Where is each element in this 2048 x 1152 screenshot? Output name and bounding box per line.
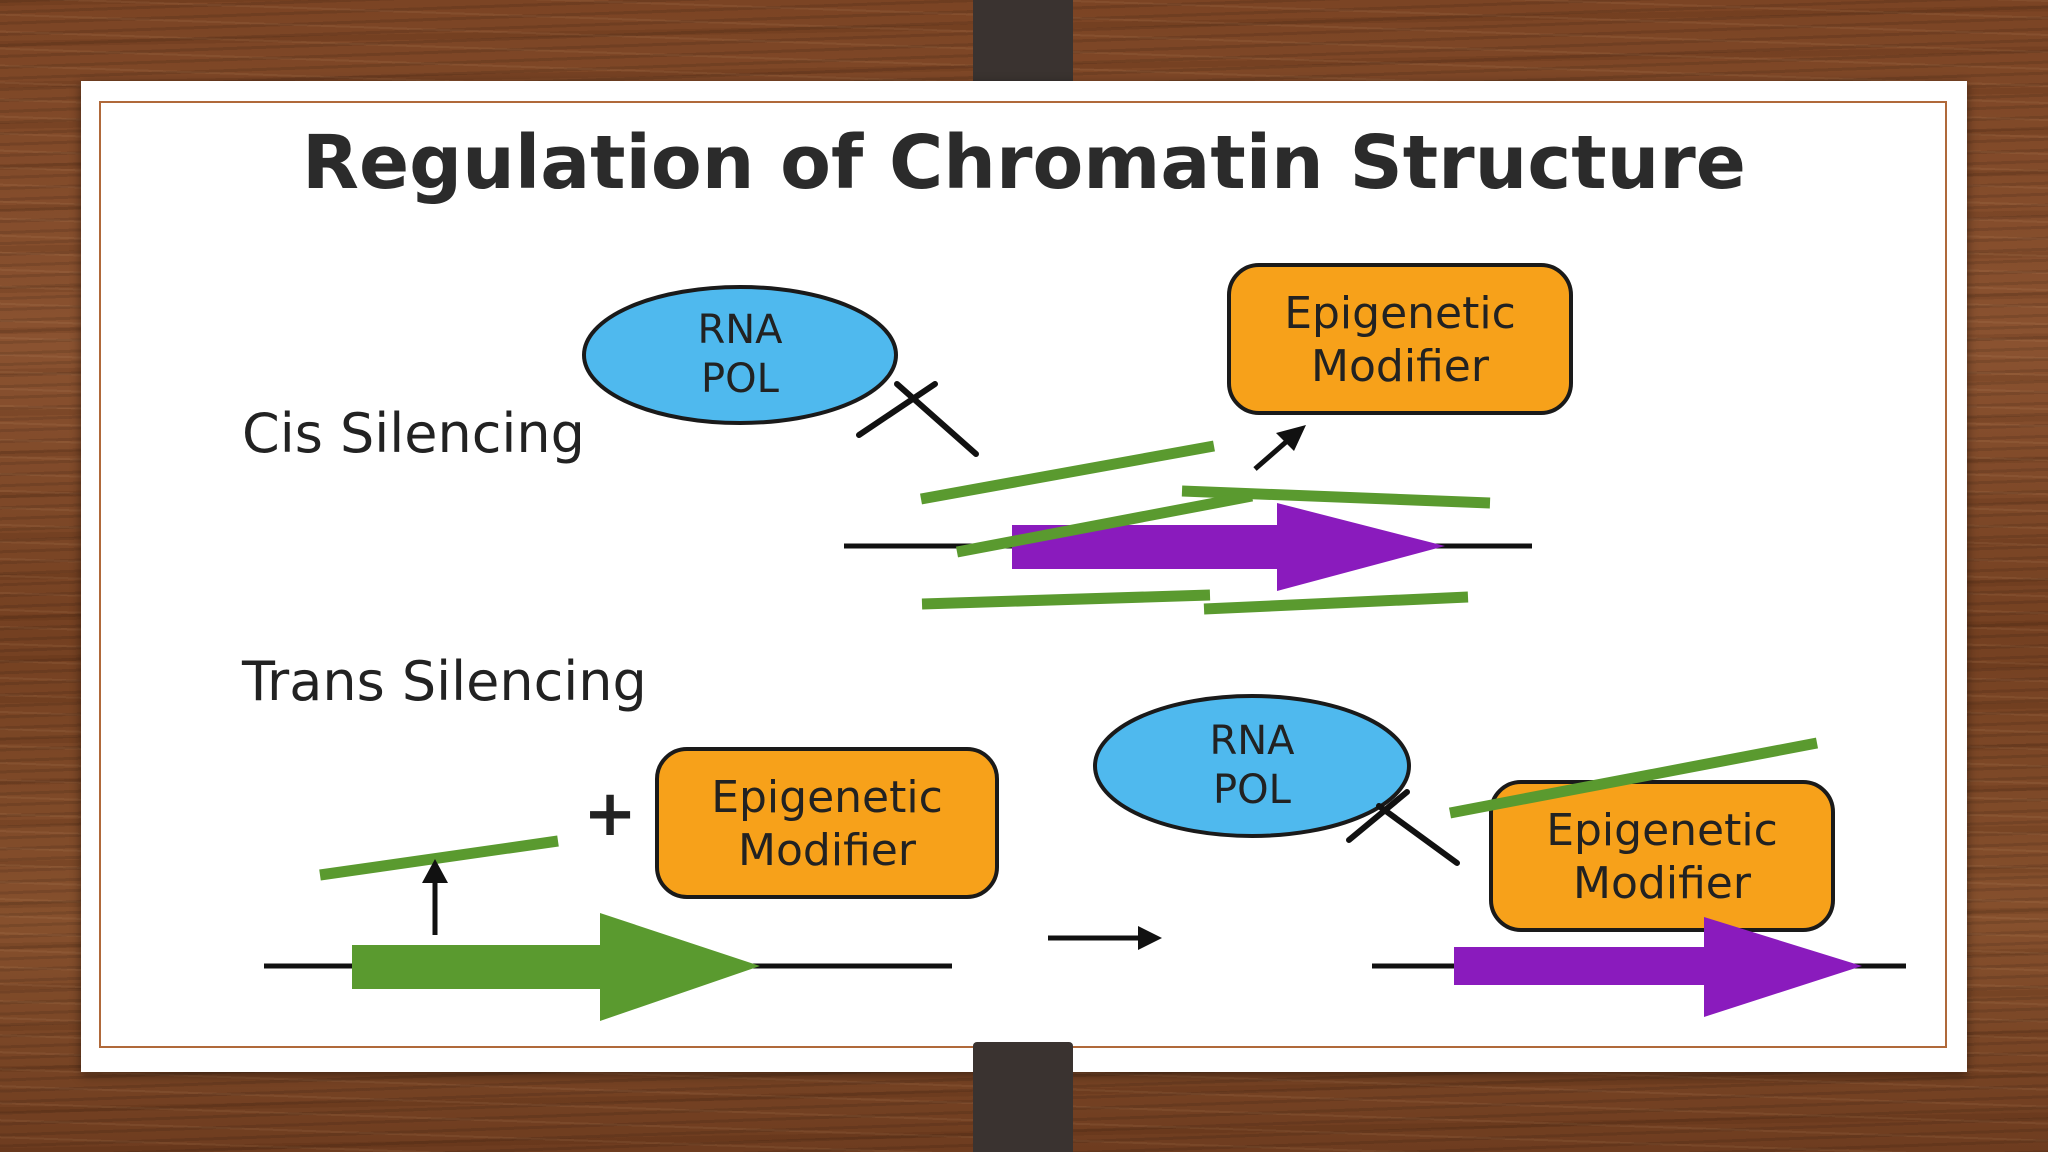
cis-small-arrow — [1253, 425, 1306, 471]
cis-inhibition-symbol — [856, 381, 979, 457]
trans-rna-strand-right — [1448, 737, 1819, 819]
trans-rna-pol-line1: RNA — [1209, 718, 1295, 764]
cis-modifier-line1: Epigenetic — [1284, 288, 1516, 339]
trans-modifier-left-line2: Modifier — [738, 825, 917, 876]
cis-rna-pol: RNA POL — [582, 285, 898, 425]
trans-rna-pol-line2: POL — [1213, 767, 1292, 813]
cis-rna-strands — [920, 440, 1491, 615]
trans-rna-strand-left — [319, 835, 559, 881]
cis-silencing-label: Cis Silencing — [242, 402, 585, 465]
chromatin-diagram: Cis Silencing RNA POL Epigenetic Modifie… — [212, 235, 1906, 1041]
cis-rna-pol-line1: RNA — [697, 307, 783, 353]
trans-rna-pol: RNA POL — [1093, 694, 1411, 838]
trans-modifier-right-line1: Epigenetic — [1546, 805, 1778, 856]
binder-strip-bottom — [973, 1042, 1073, 1152]
cis-epigenetic-modifier: Epigenetic Modifier — [1227, 263, 1573, 415]
trans-epigenetic-modifier-left: Epigenetic Modifier — [655, 747, 999, 899]
trans-up-arrow — [422, 859, 448, 935]
trans-gene-arrow-purple — [1454, 917, 1862, 1017]
cis-rna-pol-line2: POL — [701, 356, 780, 402]
slide-title: Regulation of Chromatin Structure — [302, 120, 1746, 206]
plus-sign: + — [583, 777, 637, 851]
trans-gene-arrow-green — [352, 913, 760, 1021]
cis-modifier-line2: Modifier — [1311, 341, 1490, 392]
trans-right-arrow — [1048, 926, 1162, 950]
trans-epigenetic-modifier-right: Epigenetic Modifier — [1489, 780, 1835, 932]
trans-silencing-label: Trans Silencing — [241, 650, 647, 713]
trans-inhibition-symbol — [1346, 789, 1460, 866]
trans-modifier-left-line1: Epigenetic — [711, 772, 943, 823]
trans-modifier-right-line2: Modifier — [1573, 858, 1752, 909]
